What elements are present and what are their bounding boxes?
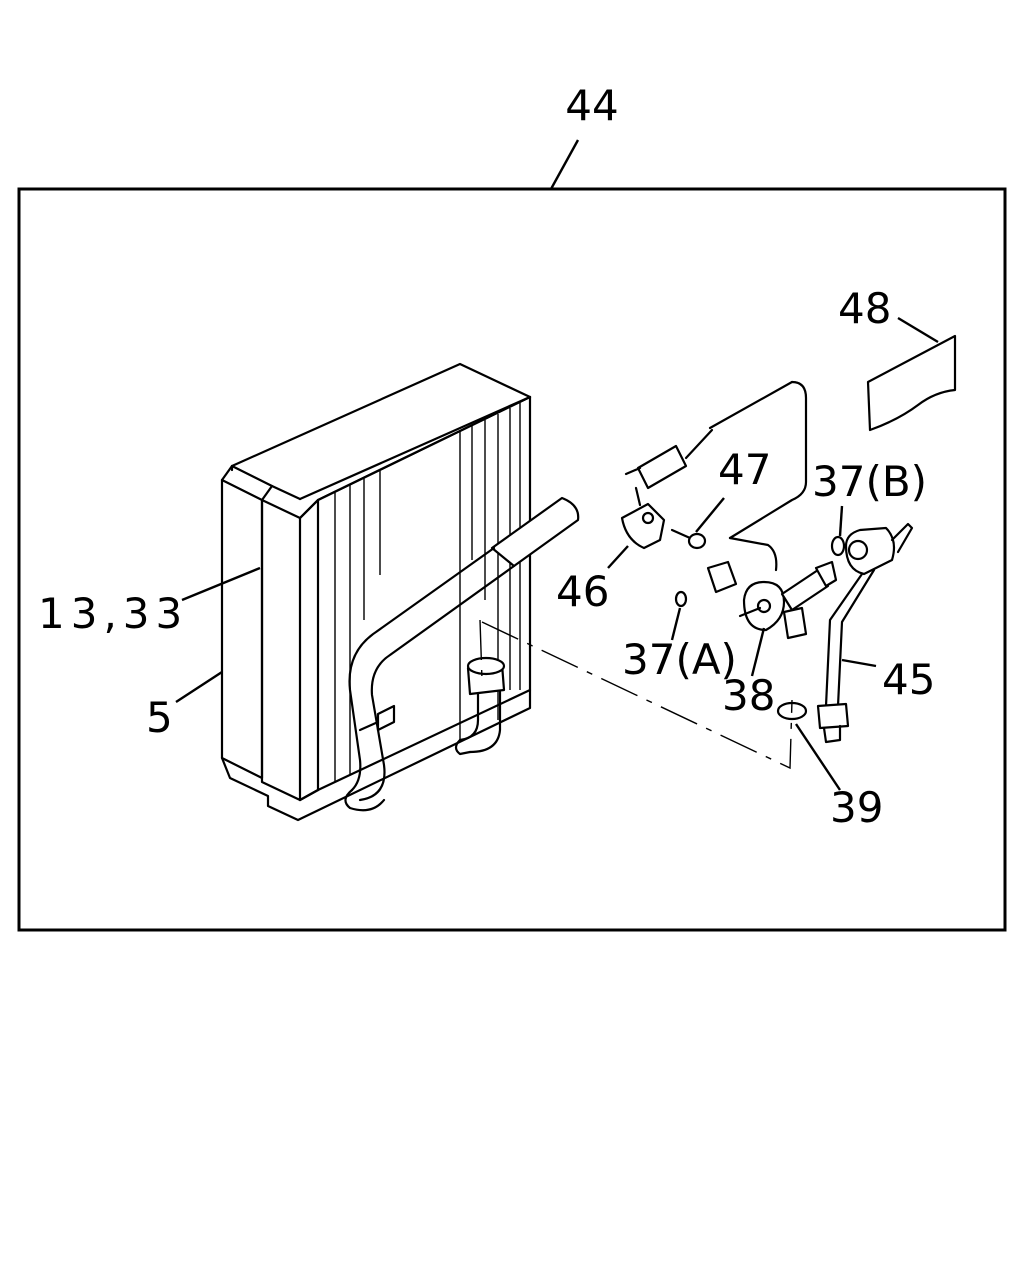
bracket: [620, 486, 666, 550]
label-13-33: 13,33: [38, 589, 188, 638]
leader-13-33: [181, 566, 261, 602]
o-ring-39: [776, 701, 808, 721]
leader-46: [607, 545, 629, 569]
o-ring-a: [674, 590, 688, 608]
leader-37b: [838, 505, 844, 537]
label-44: 44: [565, 81, 618, 130]
evaporator-core: [220, 362, 532, 822]
refrigerant-pipe: [816, 522, 914, 744]
label-5: 5: [146, 693, 173, 742]
label-39: 39: [830, 783, 883, 832]
label-46: 46: [556, 567, 609, 616]
o-ring-b: [830, 535, 846, 557]
leader-48: [897, 316, 939, 344]
leader-37a: [670, 607, 682, 641]
label-45: 45: [882, 655, 935, 704]
evaporator-pipes: [344, 496, 793, 812]
label-38: 38: [722, 671, 775, 720]
alignment-line: [479, 619, 793, 770]
assembly-frame: [17, 187, 1007, 932]
thermo-sensor: [624, 380, 808, 540]
leader-44: [549, 139, 580, 190]
label-37a: 37(A): [622, 635, 737, 684]
leader-5: [175, 670, 223, 704]
leader-45: [841, 658, 877, 668]
leader-39: [795, 723, 841, 791]
leader-47: [695, 497, 725, 533]
screw: [670, 528, 707, 550]
expansion-valve: [706, 536, 838, 640]
leader-38: [750, 627, 766, 677]
label-plate: [866, 334, 957, 432]
label-47: 47: [718, 445, 771, 494]
label-37b: 37(B): [812, 457, 927, 506]
label-48: 48: [838, 284, 891, 333]
